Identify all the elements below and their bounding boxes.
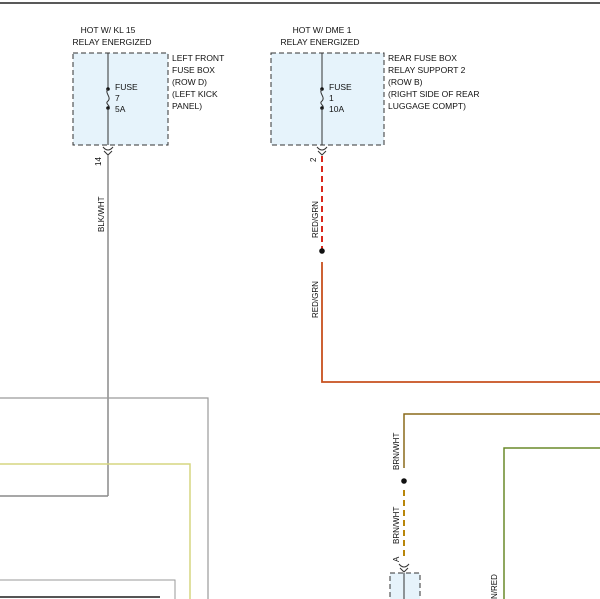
right-fuse-header-line1: HOT W/ DME 1 — [293, 25, 352, 35]
lower-right-component-box — [389, 572, 421, 599]
lower-right-wire-label-partial: N/RED — [490, 574, 499, 599]
left-connector-arrow-icon — [103, 150, 113, 156]
left-fuse-label: FUSE — [115, 82, 138, 92]
left-fuse-header-line1: HOT W/ KL 15 — [81, 25, 136, 35]
wire-red-grn-solid — [321, 262, 600, 383]
right-fuse-number: 1 — [329, 93, 334, 103]
lower-left-wiring — [0, 397, 209, 599]
right-fuse-rating: 10A — [329, 104, 344, 114]
left-pin-number: 14 — [94, 157, 103, 166]
right-fuse-group: HOT W/ DME 1 RELAY ENERGIZED FUSE 1 10A … — [270, 25, 600, 383]
left-fuse-location-2: (ROW D) — [172, 77, 207, 87]
right-wire-color-label-upper: RED/GRN — [311, 201, 320, 238]
left-fuse-header-line2: RELAY ENERGIZED — [72, 37, 151, 47]
wire-yellow — [0, 463, 191, 599]
left-fuse-group: HOT W/ KL 15 RELAY ENERGIZED FUSE 7 5A L… — [72, 25, 224, 496]
left-fuse-location-4: PANEL) — [172, 101, 202, 111]
lower-right-pin: A — [392, 556, 401, 562]
wire-brn-wht-solid — [403, 413, 600, 468]
left-fuse-location-0: LEFT FRONT — [172, 53, 224, 63]
left-fuse-box — [72, 52, 169, 146]
left-fuse-location-1: FUSE BOX — [172, 65, 215, 75]
right-fuse-header-line2: RELAY ENERGIZED — [280, 37, 359, 47]
left-fuse-rating: 5A — [115, 104, 126, 114]
lower-right-wiring: BRN/WHT BRN/WHT A N/RED — [389, 413, 600, 599]
lower-right-connector-arrow-icon — [399, 567, 409, 573]
right-connector-icon — [316, 146, 328, 151]
lower-right-wire-label-lower: BRN/WHT — [392, 507, 401, 544]
right-fuse-location-3: (RIGHT SIDE OF REAR — [388, 89, 479, 99]
wire-grey-outer — [0, 397, 209, 599]
left-fuse-location-3: (LEFT KICK — [172, 89, 218, 99]
right-fuse-location-0: REAR FUSE BOX — [388, 53, 457, 63]
splice-dot-brn-wht — [401, 478, 407, 484]
right-wire-color-label-lower: RED/GRN — [311, 281, 320, 318]
right-fuse-location-1: RELAY SUPPORT 2 — [388, 65, 466, 75]
left-fuse-number: 7 — [115, 93, 120, 103]
fuse-symbol-icon — [320, 88, 324, 109]
right-connector-arrow-icon — [317, 150, 327, 156]
wire-green — [503, 447, 600, 599]
right-fuse-box — [270, 52, 385, 146]
lower-right-wire-label-upper: BRN/WHT — [392, 433, 401, 470]
right-fuse-label: FUSE — [329, 82, 352, 92]
fuse-symbol-icon — [106, 88, 110, 109]
right-fuse-location-4: LUGGAGE COMPT) — [388, 101, 466, 111]
splice-dot-red-grn — [319, 248, 325, 254]
left-wire-color-label: BLK/WHT — [97, 196, 106, 232]
lower-right-connector-icon — [398, 563, 410, 568]
wire-grey-inner — [0, 579, 176, 599]
left-connector-icon — [102, 146, 114, 151]
right-fuse-location-2: (ROW B) — [388, 77, 423, 87]
right-pin-number: 2 — [309, 157, 318, 162]
